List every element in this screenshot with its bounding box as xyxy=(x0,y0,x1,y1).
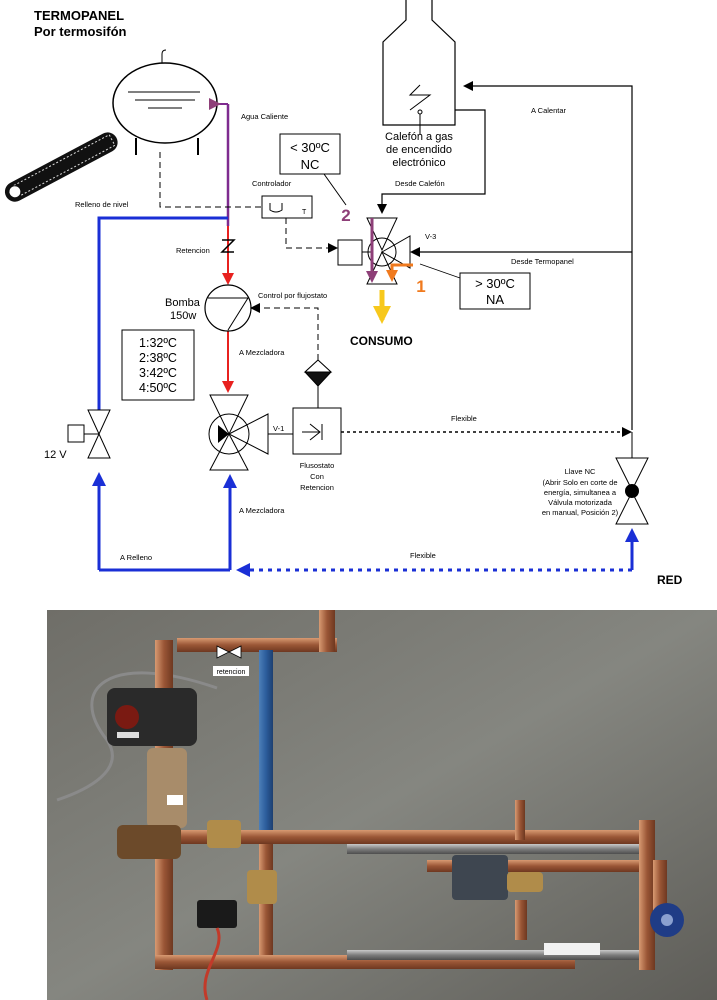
label-12v: 12 V xyxy=(44,449,67,461)
label-red: RED xyxy=(657,573,683,587)
label-flusostato-2: Con xyxy=(310,472,324,481)
valve-v1 xyxy=(208,394,293,471)
label-llave-5: en manual, Posición 2) xyxy=(542,508,619,517)
label-llave-1: Llave NC xyxy=(565,467,596,476)
settings-box xyxy=(121,329,195,401)
label-flusostato-3: Retencion xyxy=(300,483,334,492)
label-relleno-nivel: Relleno de nivel xyxy=(75,200,129,209)
installation-photo: retencion xyxy=(47,610,717,1000)
temp-na-line1: > 30ºC xyxy=(475,276,515,291)
label-consumo: CONSUMO xyxy=(350,334,413,348)
title-line2: Por termosifón xyxy=(34,24,127,39)
solenoid-valve xyxy=(67,409,111,459)
temp-na-line2: NA xyxy=(486,292,504,307)
pump xyxy=(204,284,252,332)
position-2-number: 2 xyxy=(341,206,350,225)
temp-box-na xyxy=(459,272,531,310)
label-desde-calefon: Desde Calefón xyxy=(395,179,445,188)
label-a-calentar: A Calentar xyxy=(531,106,567,115)
label-bomba: Bomba xyxy=(165,297,201,309)
calefon-label2: de encendido xyxy=(386,144,452,156)
label-a-mezcladora-bottom: A Mezcladora xyxy=(239,506,285,515)
calefon-label1: Calefón a gas xyxy=(385,131,453,143)
label-v3: V-3 xyxy=(425,232,436,241)
label-agua-caliente: Agua Caliente xyxy=(241,112,288,121)
hot-water-tank xyxy=(112,49,218,155)
setting-item: 1:32ºC xyxy=(139,336,177,350)
temp-box-nc xyxy=(279,133,341,175)
label-controlador: Controlador xyxy=(252,179,292,188)
manual-valve-nc xyxy=(615,432,649,525)
setting-item: 2:38ºC xyxy=(139,351,177,365)
label-v1: V-1 xyxy=(273,424,284,433)
label-llave-4: Válvula motorizada xyxy=(548,498,613,507)
setting-item: 4:50ºC xyxy=(139,381,177,395)
photo-label-retencion: retencion xyxy=(217,669,246,676)
label-bomba-power: 150w xyxy=(170,310,196,322)
label-retencion: Retencion xyxy=(176,246,210,255)
temp-nc-line2: NC xyxy=(301,157,320,172)
label-control-flujostato: Control por flujostato xyxy=(258,291,327,300)
solar-panel xyxy=(4,132,118,202)
controller-t-label: T xyxy=(302,209,307,216)
calefon-label3: electrónico xyxy=(392,157,445,169)
label-desde-termopanel: Desde Termopanel xyxy=(511,257,574,266)
label-flusostato-1: Flusostato xyxy=(300,461,335,470)
setting-item: 3:42ºC xyxy=(139,366,177,380)
position-1-number: 1 xyxy=(416,277,425,296)
label-llave-2: (Abrir Solo en corte de xyxy=(542,478,617,487)
plumbing-diagram: TERMOPANEL Por termosifón T < 30ºC NC xyxy=(4,0,683,587)
temp-nc-line1: < 30ºC xyxy=(290,140,330,155)
flusostato-box xyxy=(292,407,342,455)
label-a-mezcladora-top: A Mezcladora xyxy=(239,348,285,357)
calefon xyxy=(382,0,456,135)
controller-box xyxy=(261,195,313,219)
label-flexible-bottom: Flexible xyxy=(410,551,436,560)
title-line1: TERMOPANEL xyxy=(34,8,124,23)
label-llave-3: energía, simultanea a xyxy=(544,488,617,497)
label-a-relleno: A Relleno xyxy=(120,553,152,562)
label-flexible-top: Flexible xyxy=(451,414,477,423)
